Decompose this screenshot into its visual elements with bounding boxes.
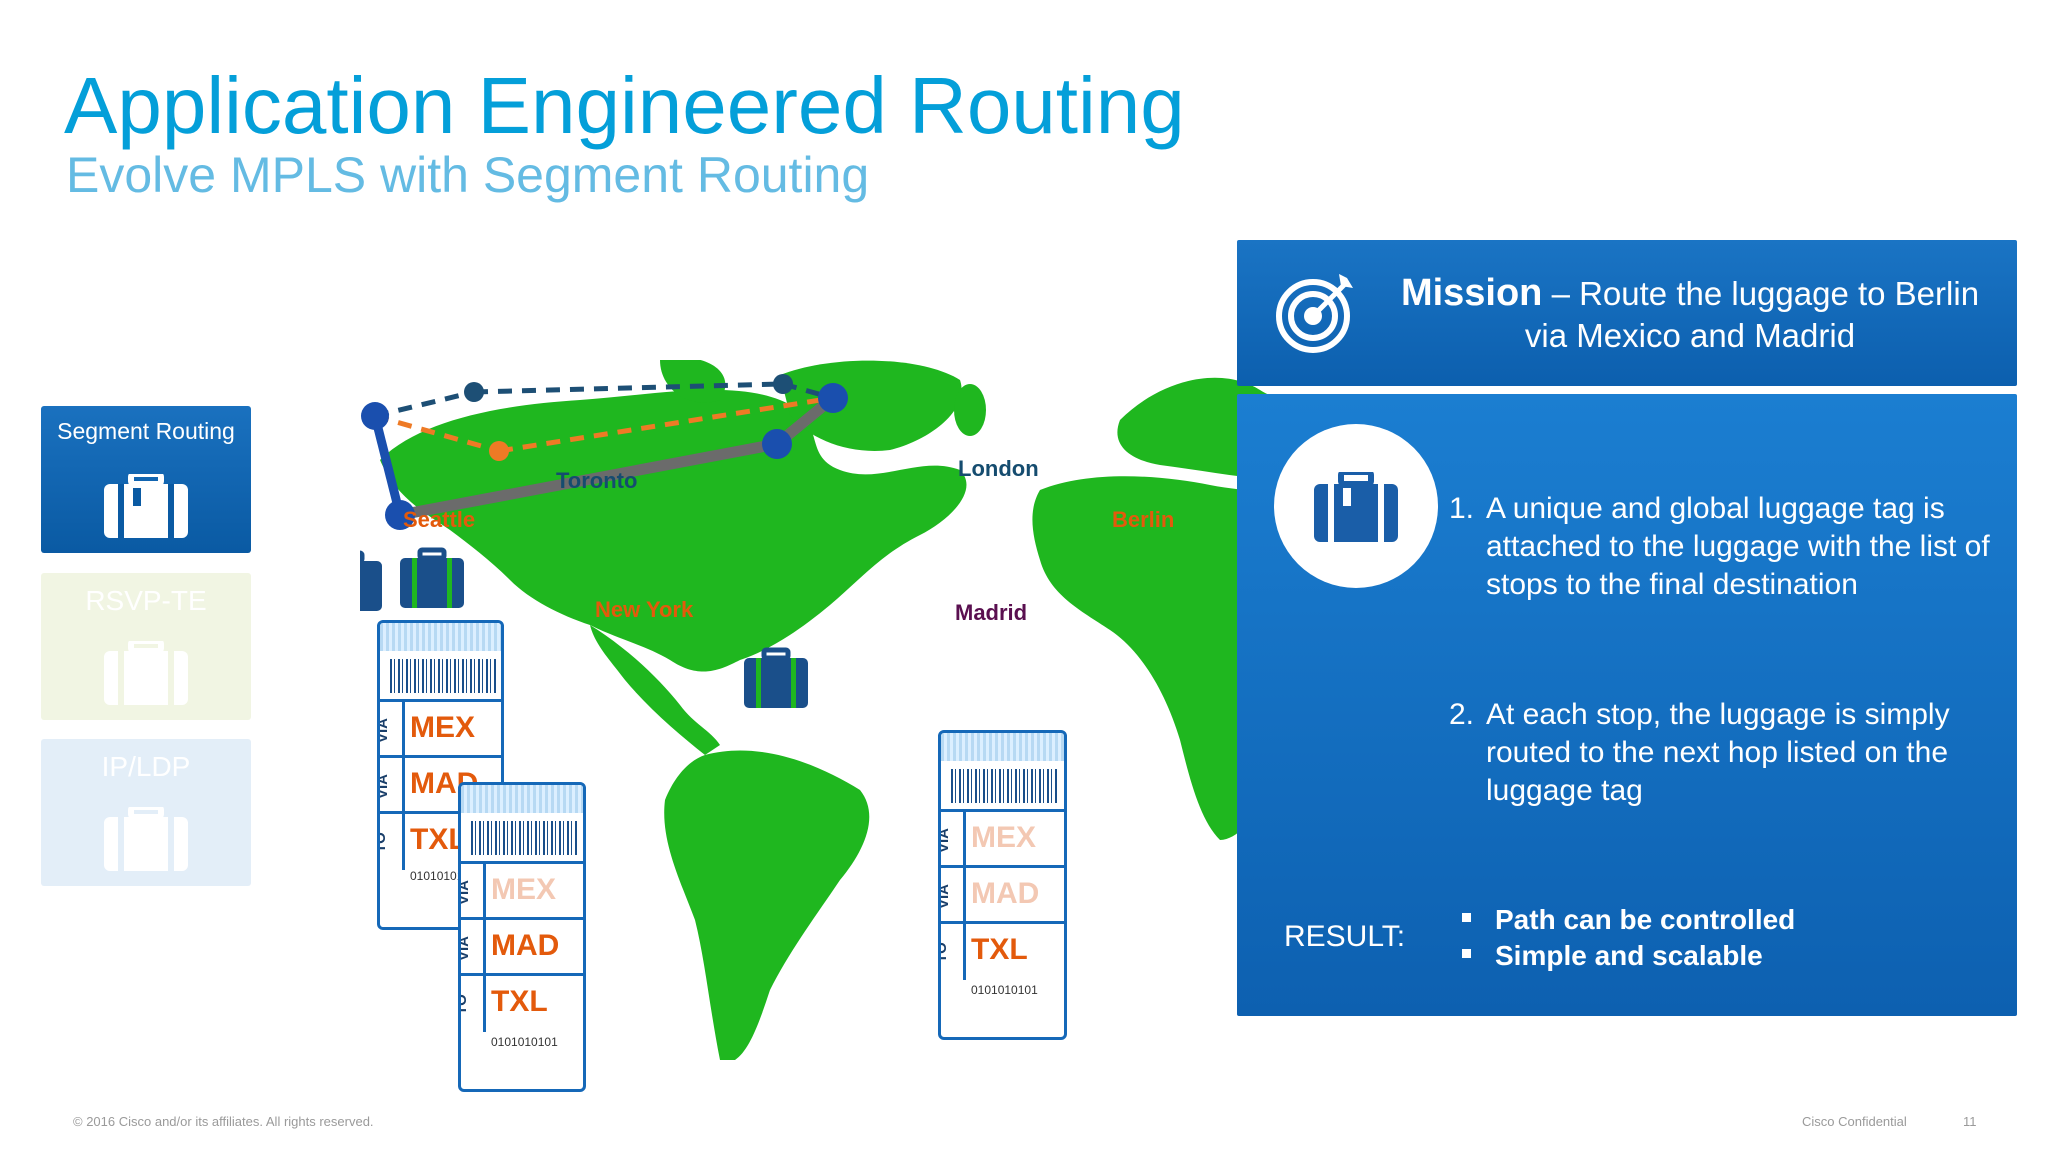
step-text: A unique and global luggage tag is attac… <box>1486 492 1990 601</box>
tag-binary: 01010101 <box>410 869 464 883</box>
node-toronto <box>464 382 484 402</box>
slide-title: Application Engineered Routing <box>64 61 1185 150</box>
mission-banner: Mission – Route the luggage to Berlin vi… <box>1237 240 2017 386</box>
slide-subtitle: Evolve MPLS with Segment Routing <box>66 147 870 203</box>
tag-code: MEX <box>410 711 476 744</box>
route-seattle-mexico <box>370 414 405 517</box>
greenland <box>780 360 962 451</box>
tag-code: TXL <box>491 985 548 1018</box>
tag-code: TXL <box>410 823 467 856</box>
tag-code: MEX <box>491 873 557 906</box>
node-madrid <box>762 429 792 459</box>
tag-code: MAD <box>491 929 560 962</box>
barcode <box>951 769 1057 803</box>
mission-label: Mission <box>1400 272 1543 314</box>
city-label-toronto: Toronto <box>556 468 638 493</box>
mission-statement: Mission – Route the luggage to Berlin vi… <box>1380 272 2000 357</box>
node-mexico <box>385 500 415 530</box>
central-america <box>590 625 720 755</box>
luggage-icon <box>104 641 188 705</box>
tag-code: MAD <box>971 877 1040 910</box>
barcode <box>471 821 577 855</box>
route-seattle-newyork <box>374 413 500 454</box>
sidebar-item-segment-routing[interactable]: Segment Routing <box>41 406 251 553</box>
city-label-new-york: New York <box>595 597 694 622</box>
node-seattle <box>361 402 389 430</box>
sidebar-item-label: IP/LDP <box>101 751 191 782</box>
city-label-seattle: Seattle <box>403 507 476 532</box>
info-panel: 1. A unique and global luggage tag is at… <box>1237 394 2017 1016</box>
page-number: 11 <box>1963 1114 1977 1129</box>
route-toronto-london <box>473 381 784 395</box>
city-label-berlin: Berlin <box>1112 507 1175 532</box>
sidebar-item-label: RSVP-TE <box>85 585 207 616</box>
luggage-icon <box>104 474 188 538</box>
city-label-madrid: Madrid <box>955 600 1028 625</box>
target-icon <box>1276 274 1353 353</box>
route-seattle-toronto <box>374 389 475 419</box>
north-america <box>380 389 967 672</box>
result-bullet: Simple and scalable <box>1462 940 1763 972</box>
step-number: 2. <box>1449 698 1475 731</box>
step-text: At each stop, the luggage is simply rout… <box>1486 698 1950 807</box>
footer-copyright: © 2016 Cisco and/or its affiliates. All … <box>73 1114 374 1129</box>
south-america <box>664 750 870 1060</box>
sidebar-item-rsvp-te[interactable]: RSVP-TE <box>41 573 251 720</box>
barcode <box>390 659 496 693</box>
tag-code: TXL <box>971 933 1028 966</box>
mission-text-line2: via Mexico and Madrid <box>1524 317 1856 354</box>
luggage-icon <box>1314 472 1398 542</box>
tag-binary: 0101010101 <box>971 983 1038 997</box>
sidebar-item-ip-ldp[interactable]: IP/LDP <box>41 739 251 886</box>
route-mexico-madrid <box>398 438 779 521</box>
step-number: 1. <box>1449 492 1475 525</box>
tag-binary: 0101010101 <box>491 1035 558 1049</box>
tag-code: MEX <box>971 821 1037 854</box>
footer-confidential: Cisco Confidential <box>1802 1114 1907 1129</box>
result-bullet: Path can be controlled <box>1462 904 1795 936</box>
luggage-icon <box>104 807 188 871</box>
luggage-icon <box>400 547 464 608</box>
luggage-icon <box>744 647 808 708</box>
node-london <box>773 374 793 394</box>
uk <box>954 384 986 436</box>
arctic-islands <box>660 360 726 403</box>
node-berlin <box>818 383 848 413</box>
sidebar-item-label: Segment Routing <box>57 418 235 444</box>
route-newyork-berlin <box>498 395 834 454</box>
result-label: RESULT: <box>1284 920 1406 953</box>
mission-text-line1: – Route the luggage to Berlin <box>1542 275 1980 312</box>
node-newyork <box>489 441 509 461</box>
icon-circle <box>1274 424 1438 588</box>
city-label-london: London <box>958 456 1039 481</box>
luggage-icon <box>360 550 382 611</box>
